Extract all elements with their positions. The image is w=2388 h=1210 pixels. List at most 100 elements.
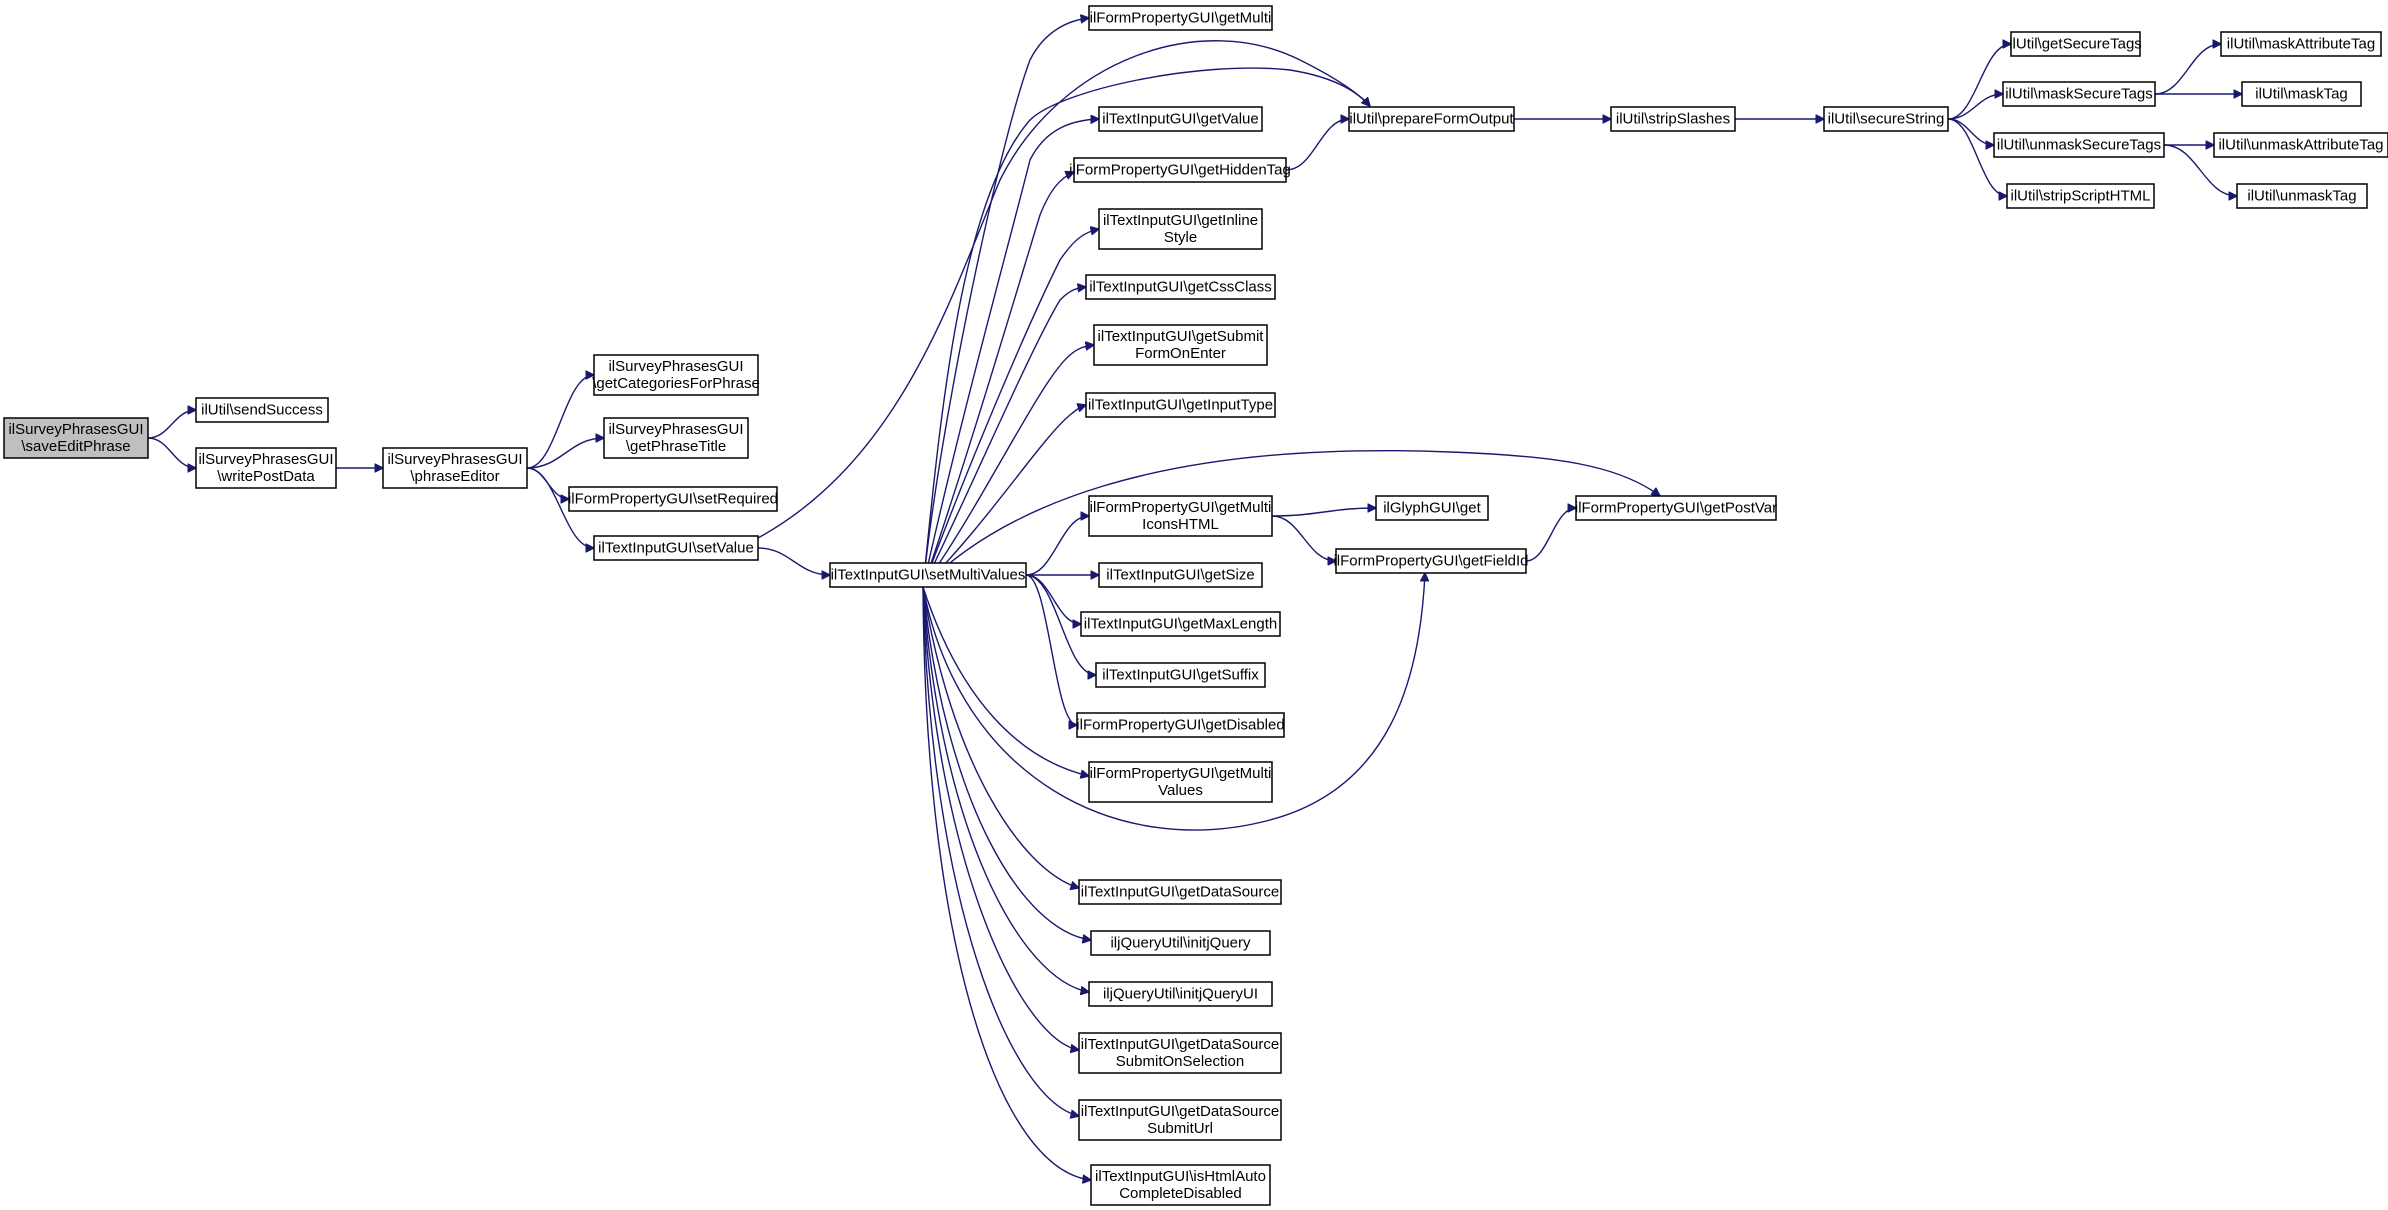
node-label: ilTextInputGUI\getCssClass [1089, 279, 1272, 296]
node-isHtmlAutoCompleteDisabled[interactable]: ilTextInputGUI\isHtmlAutoCompleteDisable… [1090, 1164, 1271, 1206]
edge-setMultiValues-to-getMultiIconsHTML [1025, 516, 1089, 576]
node-initjQueryUI[interactable]: iljQueryUtil\initjQueryUI [1088, 981, 1273, 1007]
node-setValue[interactable]: ilTextInputGUI\setValue [593, 535, 759, 561]
node-box [1335, 548, 1527, 574]
node-label: ilFormPropertyGUI\getMulti [1090, 765, 1272, 782]
node-unmaskTag[interactable]: ilUtil\unmaskTag [2236, 183, 2368, 209]
node-box [1375, 495, 1489, 521]
edge-setMultiValues-to-getSuffix [1025, 574, 1096, 675]
node-box [382, 447, 528, 489]
node-initjQuery[interactable]: iljQueryUtil\initjQuery [1090, 930, 1271, 956]
node-glyphGet[interactable]: ilGlyphGUI\get [1375, 495, 1489, 521]
node-getFieldId[interactable]: ilFormPropertyGUI\getFieldId [1333, 548, 1529, 574]
node-getDataSourceSubmitOnSelection[interactable]: ilTextInputGUI\getDataSourceSubmitOnSele… [1078, 1032, 1282, 1074]
node-box [1090, 930, 1271, 956]
node-box [195, 447, 337, 489]
node-label: ilUtil\getSecureTags [2009, 36, 2142, 53]
node-maskTag[interactable]: ilUtil\maskTag [2241, 81, 2362, 107]
edge-phraseEditor-to-setValue [526, 467, 594, 548]
node-stripScriptHTML[interactable]: ilUtil\stripScriptHTML [2006, 183, 2155, 209]
node-setMultiValues[interactable]: ilTextInputGUI\setMultiValues [829, 562, 1027, 588]
node-label: ilTextInputGUI\isHtmlAuto [1095, 1168, 1266, 1185]
edge-layer [147, 18, 2242, 1180]
node-maskAttributeTag[interactable]: ilUtil\maskAttributeTag [2220, 31, 2382, 57]
node-label: ilFormPropertyGUI\getDisabled [1076, 717, 1284, 734]
node-box [2213, 132, 2388, 158]
node-box [1348, 106, 1515, 132]
node-label: SubmitOnSelection [1116, 1053, 1244, 1070]
edge-setMultiValues-to-getValue [922, 119, 1099, 588]
node-layer: ilSurveyPhrasesGUI\saveEditPhraseilUtil\… [3, 5, 2388, 1206]
edge-setMultiValues-to-getMulti [922, 18, 1089, 588]
node-box [1085, 392, 1276, 418]
node-box [2220, 31, 2382, 57]
node-getMaxLength[interactable]: ilTextInputGUI\getMaxLength [1080, 611, 1281, 637]
edge-setMultiValues-to-prepareFormOutput [922, 67, 1370, 588]
node-getPostVar[interactable]: ilFormPropertyGUI\getPostVar [1575, 495, 1777, 521]
node-box [1093, 324, 1268, 366]
node-label: ilSurveyPhrasesGUI [8, 421, 143, 438]
edge-secureString-to-getSecureTags [1947, 44, 2011, 120]
node-box [1098, 562, 1263, 588]
edge-unmaskSecureTags-to-unmaskTag [2163, 144, 2237, 196]
edge-getHiddenTag-to-prepareFormOutput [1285, 119, 1349, 171]
edge-getFieldId-to-getPostVar [1525, 508, 1576, 562]
node-box [1088, 495, 1273, 537]
edge-setMultiValues-to-getDataSource [922, 586, 1079, 888]
edge-saveEditPhrase-to-sendSuccess [147, 410, 196, 439]
node-setRequired[interactable]: ilFormPropertyGUI\setRequired [568, 486, 778, 512]
node-box [1088, 5, 1273, 31]
node-label: ilTextInputGUI\setValue [598, 540, 754, 557]
node-getCategoriesForPhrase[interactable]: ilSurveyPhrasesGUI\getCategoriesForPhras… [592, 354, 760, 396]
node-getHiddenTag[interactable]: ilFormPropertyGUI\getHiddenTag [1069, 157, 1291, 183]
node-phraseEditor[interactable]: ilSurveyPhrasesGUI\phraseEditor [382, 447, 528, 489]
edge-getMultiIconsHTML-to-glyphGet [1271, 508, 1376, 517]
node-getValue[interactable]: ilTextInputGUI\getValue [1098, 106, 1263, 132]
edge-secureString-to-stripScriptHTML [1947, 118, 2007, 196]
node-sendSuccess[interactable]: ilUtil\sendSuccess [195, 397, 329, 423]
node-saveEditPhrase[interactable]: ilSurveyPhrasesGUI\saveEditPhrase [3, 417, 149, 459]
node-getDisabled[interactable]: ilFormPropertyGUI\getDisabled [1076, 712, 1285, 738]
node-label: ilUtil\sendSuccess [201, 402, 323, 419]
edge-setMultiValues-to-getHiddenTag [922, 172, 1074, 588]
node-maskSecureTags[interactable]: ilUtil\maskSecureTags [2002, 81, 2156, 107]
node-label: \getCategoriesForPhrase [592, 375, 760, 392]
node-label: ilUtil\unmaskTag [2247, 188, 2356, 205]
node-box [1076, 712, 1285, 738]
node-label: ilTextInputGUI\getValue [1102, 111, 1258, 128]
node-getSize[interactable]: ilTextInputGUI\getSize [1098, 562, 1263, 588]
node-box [195, 397, 329, 423]
node-label: ilTextInputGUI\getDataSource [1081, 1036, 1279, 1053]
node-label: ilSurveyPhrasesGUI [608, 358, 743, 375]
node-box [1098, 208, 1263, 250]
node-writePostData[interactable]: ilSurveyPhrasesGUI\writePostData [195, 447, 337, 489]
node-secureString[interactable]: ilUtil\secureString [1823, 106, 1949, 132]
node-box [1090, 1164, 1271, 1206]
node-label: IconsHTML [1142, 516, 1219, 533]
node-getCssClass[interactable]: ilTextInputGUI\getCssClass [1085, 274, 1276, 300]
node-label: ilGlyphGUI\get [1383, 500, 1481, 517]
node-getPhraseTitle[interactable]: ilSurveyPhrasesGUI\getPhraseTitle [603, 417, 749, 459]
node-getMulti[interactable]: ilFormPropertyGUI\getMulti [1088, 5, 1273, 31]
edge-setMultiValues-to-getInputType [922, 405, 1086, 588]
edge-maskSecureTags-to-maskAttributeTag [2154, 44, 2221, 95]
node-getSuffix[interactable]: ilTextInputGUI\getSuffix [1095, 662, 1266, 688]
edge-setMultiValues-to-initjQuery [922, 586, 1091, 940]
node-box [1073, 157, 1287, 183]
node-label: ilFormPropertyGUI\getFieldId [1333, 553, 1528, 570]
node-getInputType[interactable]: ilTextInputGUI\getInputType [1085, 392, 1276, 418]
node-label: ilTextInputGUI\setMultiValues [831, 567, 1026, 584]
node-getDataSource[interactable]: ilTextInputGUI\getDataSource [1078, 879, 1282, 905]
node-prepareFormOutput[interactable]: ilUtil\prepareFormOutput [1348, 106, 1515, 132]
node-label: \saveEditPhrase [21, 438, 130, 455]
node-unmaskSecureTags[interactable]: ilUtil\unmaskSecureTags [1993, 132, 2165, 158]
node-getSecureTags[interactable]: ilUtil\getSecureTags [2009, 31, 2142, 57]
node-unmaskAttributeTag[interactable]: ilUtil\unmaskAttributeTag [2213, 132, 2388, 158]
node-stripSlashes[interactable]: ilUtil\stripSlashes [1610, 106, 1736, 132]
